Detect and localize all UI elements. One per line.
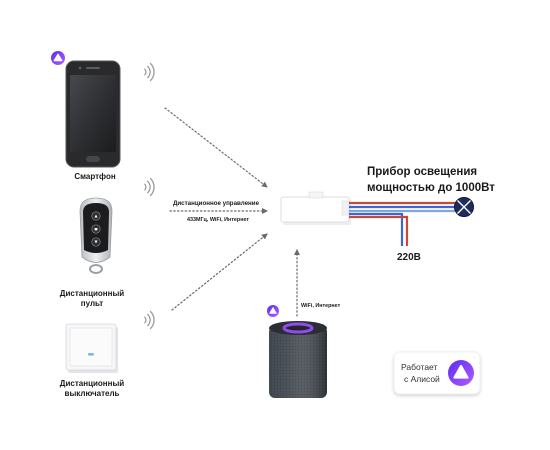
smart-speaker-image xyxy=(269,321,327,398)
wifi-signal-icon xyxy=(144,62,155,82)
alice-logo-icon xyxy=(51,51,65,65)
voltage-label: 220В xyxy=(397,252,421,263)
alice-logo-icon xyxy=(448,360,474,386)
control-title: Дистанционное управление xyxy=(173,200,260,207)
badge-line2: с Алисой xyxy=(404,374,440,384)
wifi-signal-icon xyxy=(144,177,155,197)
smartphone-image xyxy=(65,60,121,168)
wifi-signal-icon xyxy=(144,310,155,330)
arrow-from-smartphone xyxy=(164,107,268,188)
wall-switch-label-line2: выключатель xyxy=(65,389,120,398)
badge-line1: Работает xyxy=(401,362,437,372)
load-title-line2: мощностью до 1000Вт xyxy=(367,182,495,194)
remote-label-line2: пульт xyxy=(81,299,103,308)
smartphone-label: Смартфон xyxy=(74,172,116,181)
control-channels: 433МГц, WiFi, Интернет xyxy=(187,217,249,223)
wall-switch-image xyxy=(65,323,118,373)
wall-switch-label-line1: Дистанционный xyxy=(60,379,124,388)
works-with-alice-badge: Работает с Алисой xyxy=(393,351,481,395)
load-title-line1: Прибор освещения xyxy=(367,166,477,178)
light-bulb-icon xyxy=(454,197,474,217)
wires xyxy=(349,201,455,246)
alice-logo-icon xyxy=(267,305,279,317)
arrow-from-wall-switch xyxy=(171,233,268,311)
remote-control-image xyxy=(79,197,113,274)
relay-module-image xyxy=(280,191,351,225)
speaker-connection-label: WiFi, Интернет xyxy=(301,303,341,309)
remote-label-line1: Дистанционный xyxy=(60,289,124,298)
